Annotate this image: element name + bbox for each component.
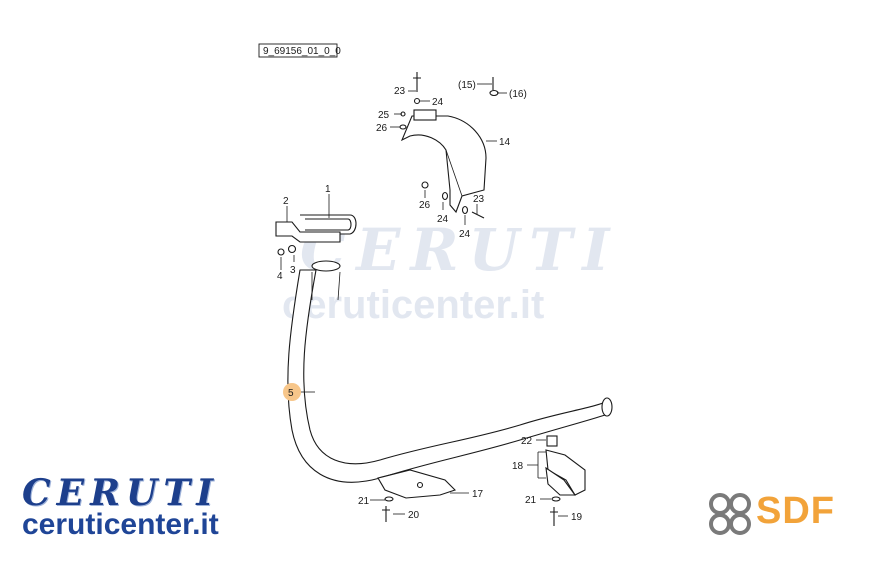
part-5-highlight: [283, 383, 301, 401]
label-part-22: 22: [521, 436, 533, 447]
label-part-14: 14: [499, 137, 511, 148]
exhaust-pipe: [287, 260, 613, 483]
label-part-21-b: 21: [525, 495, 537, 506]
label-part-23: 23: [394, 86, 406, 97]
ceruti-logo: CERUTI: [22, 472, 220, 514]
label-part-3: 3: [290, 265, 296, 276]
label-part-19: 19: [571, 512, 583, 523]
sdf-logo-text: SDF: [756, 490, 835, 532]
ceruti-url: ceruticenter.it: [22, 508, 219, 541]
clamp-18: [545, 435, 586, 526]
label-part-5: 5: [288, 388, 294, 399]
label-part-20: 20: [408, 510, 420, 521]
label-part-2: 2: [283, 196, 289, 207]
part-labels: 1 2 3 4 5 23 24 (15) (16) 25 26 14 26 24…: [277, 80, 583, 523]
label-part-4: 4: [277, 271, 283, 282]
u-bolt-clamp: [275, 214, 357, 256]
watermark: CERUTI ceruticenter.it: [282, 216, 609, 327]
label-part-26: 26: [376, 123, 388, 134]
sdf-knot-icon: [709, 493, 751, 535]
heat-shield: [399, 72, 499, 219]
leader-lines: [280, 83, 568, 517]
drawing-code-box: [258, 43, 338, 58]
label-part-15: (15): [458, 80, 476, 91]
bracket-17: [377, 469, 457, 522]
sdf-logo: SDF: [702, 490, 835, 533]
label-part-26-b: 26: [419, 200, 431, 211]
label-part-24-c: 24: [459, 229, 471, 240]
label-part-23-b: 23: [473, 194, 485, 205]
label-part-18: 18: [512, 461, 524, 472]
watermark-url: ceruticenter.it: [282, 283, 544, 327]
label-part-21: 21: [358, 496, 370, 507]
label-part-16: (16): [509, 89, 527, 100]
label-part-24: 24: [432, 97, 444, 108]
label-part-24-b: 24: [437, 214, 449, 225]
label-part-1: 1: [325, 184, 331, 195]
label-part-17: 17: [472, 489, 484, 500]
label-part-25: 25: [378, 110, 390, 121]
drawing-code: 9_69156_01_0_0: [263, 46, 341, 57]
